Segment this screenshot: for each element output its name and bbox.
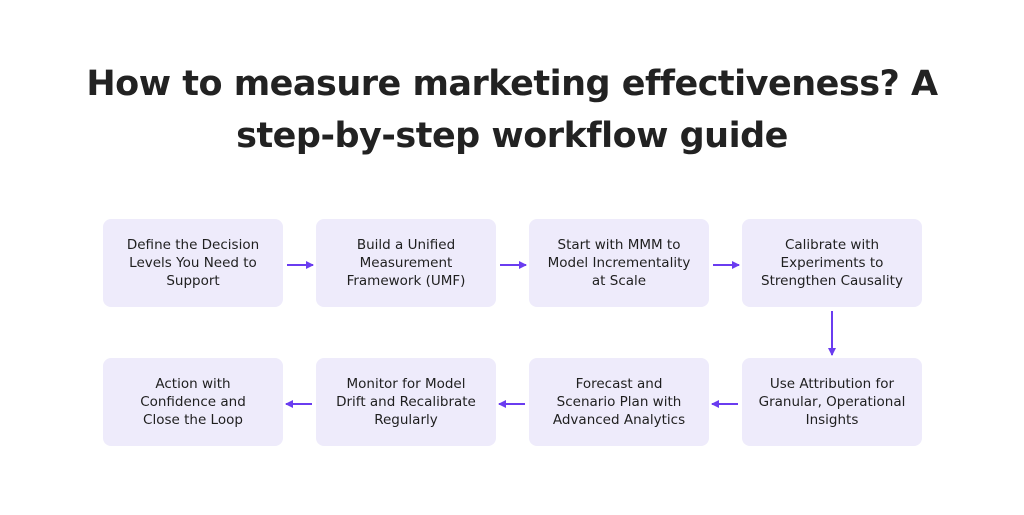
title-line-2: step-by-step workflow guide — [236, 116, 788, 156]
step-3-start-with-mmm: Start with MMM to Model Incrementality a… — [529, 219, 709, 307]
step-8-action-with-confidence: Action with Confidence and Close the Loo… — [103, 358, 283, 446]
step-2-build-umf: Build a Unified Measurement Framework (U… — [316, 219, 496, 307]
step-6-forecast-scenario-plan: Forecast and Scenario Plan with Advanced… — [529, 358, 709, 446]
step-4-calibrate-experiments: Calibrate with Experiments to Strengthen… — [742, 219, 922, 307]
step-1-define-decision-levels: Define the Decision Levels You Need to S… — [103, 219, 283, 307]
diagram-title: How to measure marketing effectiveness? … — [0, 58, 1024, 162]
step-7-monitor-model-drift: Monitor for Model Drift and Recalibrate … — [316, 358, 496, 446]
step-5-use-attribution: Use Attribution for Granular, Operationa… — [742, 358, 922, 446]
title-line-1: How to measure marketing effectiveness? … — [86, 64, 938, 104]
